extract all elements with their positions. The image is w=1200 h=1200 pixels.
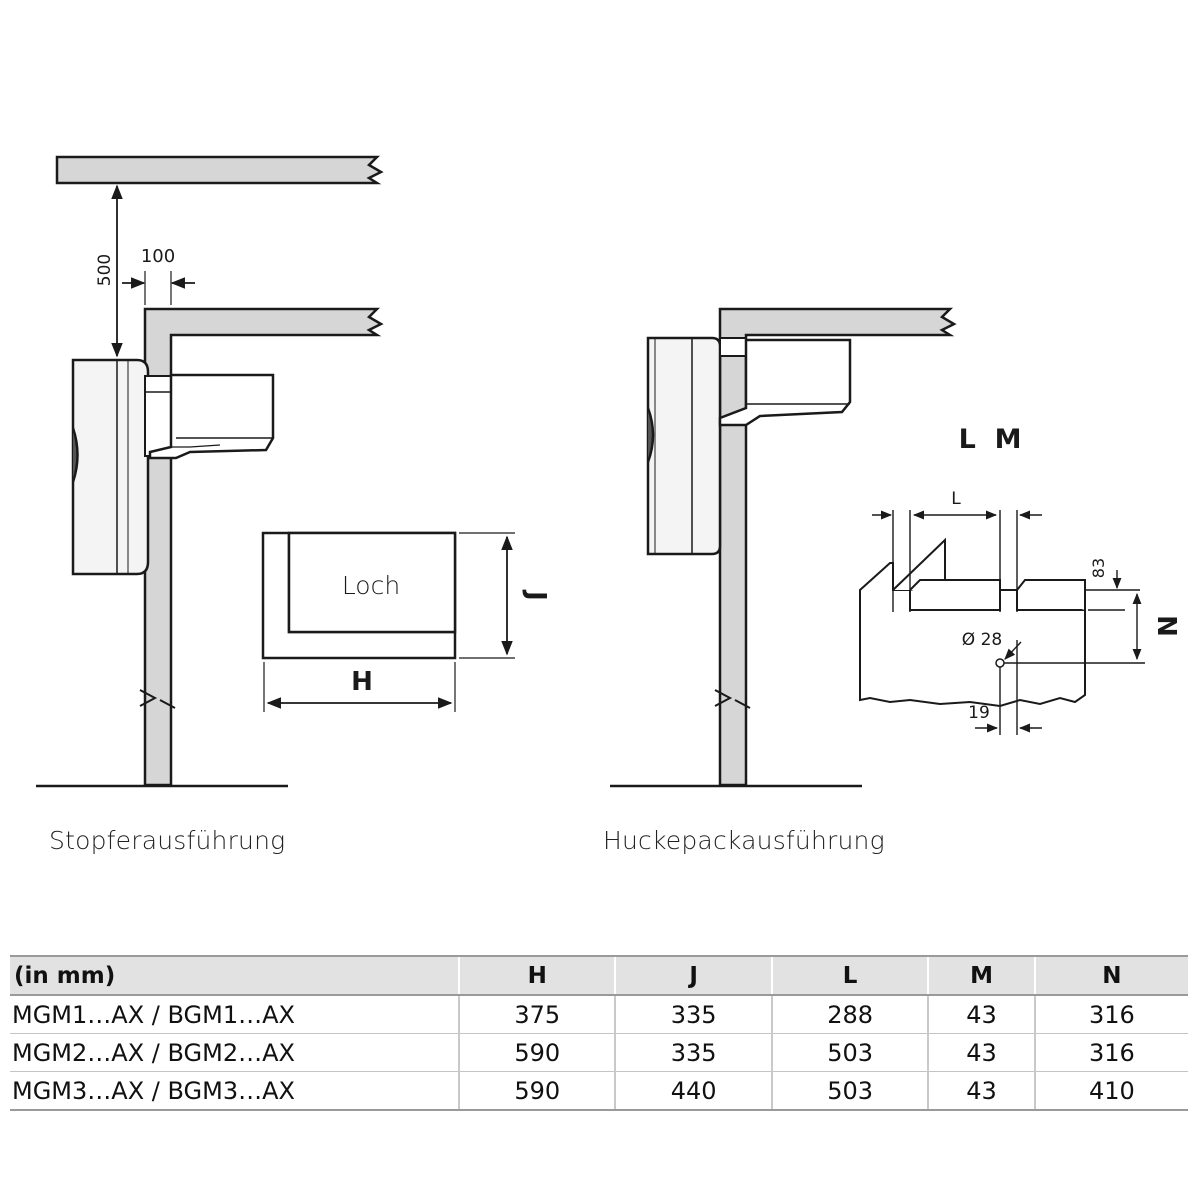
dim-diameter-label: Ø 28 [962,630,1002,650]
right-installation [610,307,957,788]
model-cell: MGM3…AX / BGM3…AX [10,1071,459,1111]
hole-detail [261,531,457,660]
lm-detail [859,537,1086,708]
left-dimensions [111,184,195,358]
value-cell: 410 [1033,1071,1188,1111]
dimensions-table: (in mm) H J L M N MGM1…AX / BGM1…AX 375 … [10,955,1188,1111]
value-cell: 590 [457,1071,616,1111]
model-cell: MGM2…AX / BGM2…AX [10,1033,459,1072]
table-header-j: J [614,955,772,996]
installation-diagram: 500 100 Loch H J L M [36,155,1181,788]
hole-28 [995,658,1005,668]
condensing-unit [71,358,150,576]
value-cell: 440 [614,1071,772,1111]
value-cell: 590 [457,1033,616,1072]
fan-bulge [71,427,79,483]
dim-83-label: 83 [1089,558,1108,578]
table-header-row: (in mm) H J L M N [10,955,1188,996]
fan-bulge-right [646,407,655,463]
table-row: MGM3…AX / BGM3…AX 590 440 503 43 410 [10,1071,1188,1111]
value-cell: 335 [614,995,772,1034]
table-row: MGM2…AX / BGM2…AX 590 335 503 43 316 [10,1033,1188,1072]
hole-label: Loch [342,571,400,600]
caption-huckepack: Huckepackausführung [603,826,885,855]
dim-h-label: H [351,667,373,697]
model-cell: MGM1…AX / BGM1…AX [10,995,459,1034]
table-header-n: N [1033,955,1188,996]
table-header-m: M [927,955,1035,996]
lm-title: L M [959,424,1022,455]
dim-l-label: L [951,489,961,509]
plug-sleeve [144,375,174,457]
table-header-l: L [770,955,929,996]
value-cell: 335 [614,1033,772,1072]
value-cell: 43 [927,995,1035,1034]
condensing-unit-right [646,336,722,556]
ceiling-slab-top [55,155,384,185]
value-cell: 503 [770,1071,929,1111]
dim-j-label: J [521,589,551,601]
dim-500-label: 500 [95,254,115,286]
value-cell: 375 [457,995,616,1034]
wall-break-mark [139,689,176,709]
value-cell: 316 [1033,1033,1188,1072]
left-installation [36,155,384,788]
dim-n-label: N [1151,615,1181,637]
value-cell: 43 [927,1033,1035,1072]
table-header-unit: (in mm) [10,955,459,996]
wall-break-mark-right [714,689,751,709]
dim-19-label: 19 [968,703,990,723]
table-header-h: H [457,955,616,996]
lm-dimensions [872,510,1145,735]
hole-dimensions [263,532,515,712]
value-cell: 503 [770,1033,929,1072]
caption-stopfer: Stopferausführung [49,826,286,855]
dim-100-label: 100 [141,246,175,267]
value-cell: 43 [927,1071,1035,1111]
value-cell: 316 [1033,995,1188,1034]
value-cell: 288 [770,995,929,1034]
table-row: MGM1…AX / BGM1…AX 375 335 288 43 316 [10,995,1188,1034]
